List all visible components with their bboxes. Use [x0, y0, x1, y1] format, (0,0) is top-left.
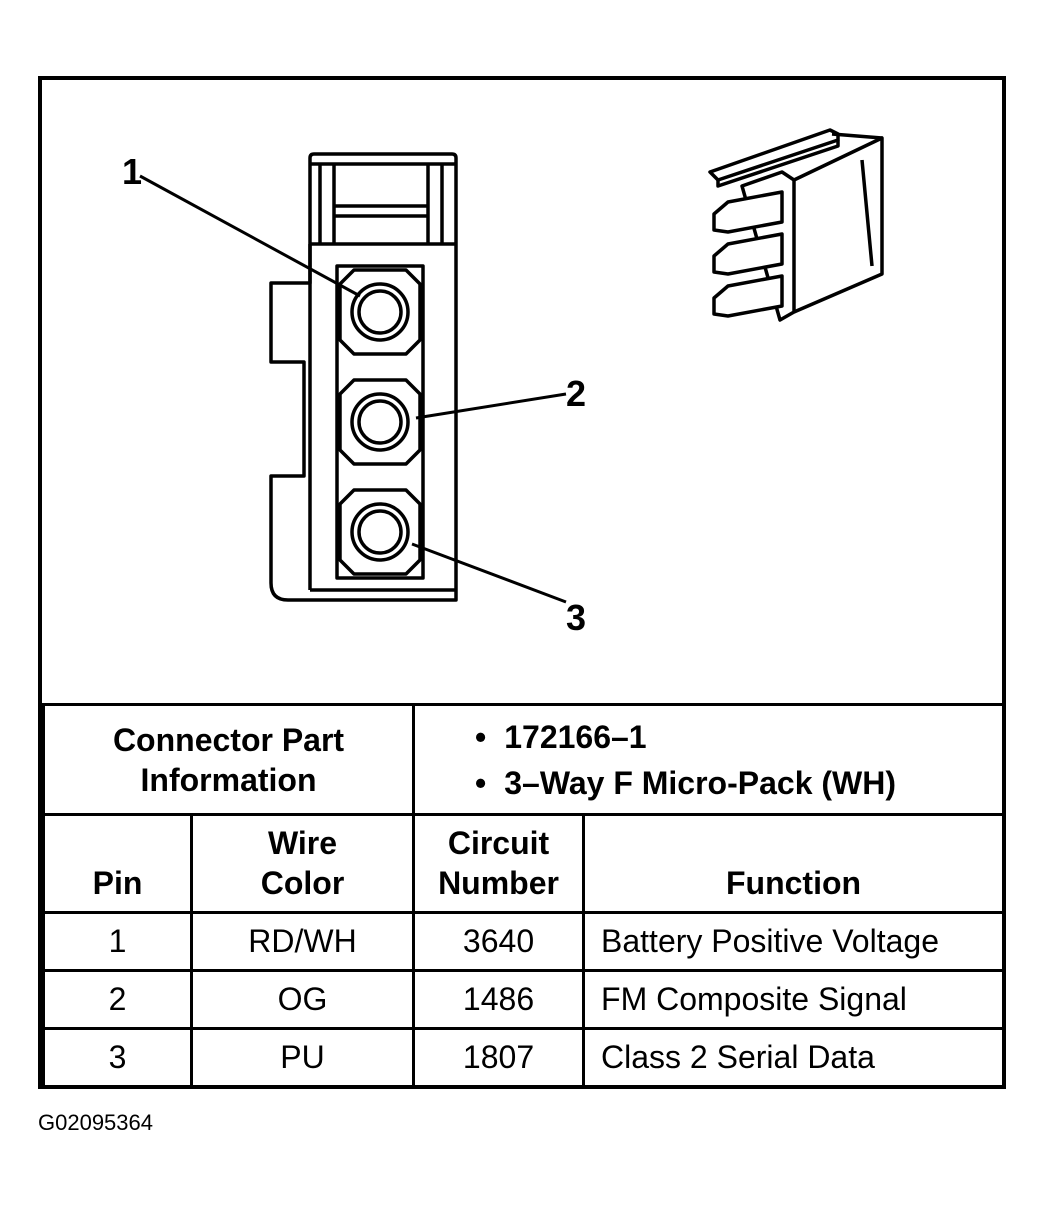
pin-header: Pin: [42, 813, 193, 914]
pin-header-text: Pin: [92, 865, 143, 901]
wire-color-cell: OG: [189, 969, 416, 1030]
callout-2-leader: [415, 392, 567, 420]
connector-frame: 1 2 3 Connector Part Information 172166–…: [38, 76, 1006, 1089]
cavity-1: [338, 268, 422, 356]
cavity-housing: [335, 264, 425, 580]
connector-outline: [269, 152, 458, 602]
callout-label-3: 3: [566, 597, 587, 638]
part-number: 172166–1: [475, 714, 1002, 760]
cavity-2: [338, 378, 422, 466]
circuit-header-line2: Number: [438, 865, 559, 901]
callout-1-leader: [139, 174, 361, 298]
wire-color-header: Wire Color: [189, 813, 416, 914]
connector-info-table: Connector Part Information 172166–1 3–Wa…: [41, 703, 1006, 1088]
part-info-row: Connector Part Information 172166–1 3–Wa…: [41, 703, 1006, 816]
part-info-values: 172166–1 3–Way F Micro-Pack (WH): [412, 703, 1006, 816]
table-row: 2 OG 1486 FM Composite Signal: [42, 969, 1006, 1030]
connector-isometric-view: [708, 128, 884, 322]
function-cell: Class 2 Serial Data: [582, 1027, 1006, 1088]
pin-2-socket: [350, 392, 410, 452]
part-info-label: Connector Part Information: [41, 703, 416, 816]
pin-cell: 1: [42, 911, 193, 972]
connector-diagram: 1 2 3: [42, 80, 1002, 706]
circuit-cell: 1807: [412, 1027, 586, 1088]
callout-3-leader: [411, 542, 567, 604]
function-header: Function: [582, 813, 1006, 914]
connector-description: 3–Way F Micro-Pack (WH): [475, 760, 1002, 806]
function-header-text: Function: [725, 865, 862, 901]
connector-face-drawing: [139, 128, 884, 604]
callout-label-1: 1: [122, 151, 143, 192]
pin-3-socket: [350, 502, 410, 562]
function-cell: Battery Positive Voltage: [582, 911, 1006, 972]
circuit-number-header: Circuit Number: [412, 813, 586, 914]
function-cell: FM Composite Signal: [582, 969, 1006, 1030]
callout-label-2: 2: [566, 373, 587, 414]
wire-color-header-line1: Wire: [267, 825, 338, 861]
table-row: 1 RD/WH 3640 Battery Positive Voltage: [42, 911, 1006, 972]
circuit-cell: 1486: [412, 969, 586, 1030]
figure-id: G02095364: [38, 1110, 153, 1135]
part-info-label-line2: Information: [140, 761, 317, 798]
table-row: 3 PU 1807 Class 2 Serial Data: [42, 1027, 1006, 1088]
pin-1-socket: [350, 282, 410, 342]
pin-cell: 2: [42, 969, 193, 1030]
circuit-cell: 3640: [412, 911, 586, 972]
wire-color-cell: RD/WH: [189, 911, 416, 972]
column-header-row: Pin Wire Color Circuit Number Function: [42, 813, 1006, 914]
cavity-3: [338, 488, 422, 576]
wire-color-cell: PU: [189, 1027, 416, 1088]
pin-cell: 3: [42, 1027, 193, 1088]
part-info-label-line1: Connector Part: [112, 721, 345, 758]
wire-color-header-line2: Color: [260, 865, 345, 901]
circuit-header-line1: Circuit: [447, 825, 550, 861]
